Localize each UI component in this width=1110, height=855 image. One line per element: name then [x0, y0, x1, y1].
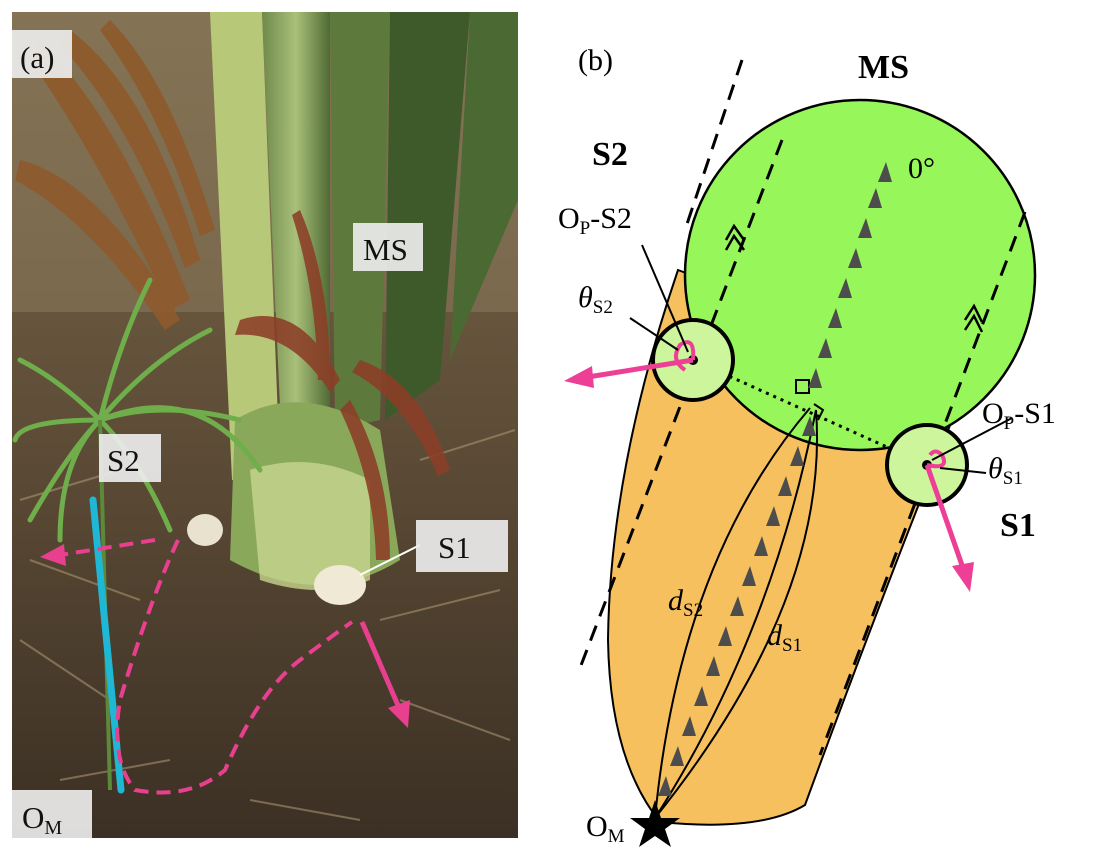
ms-label: MS: [363, 232, 408, 267]
om-star-icon: [630, 800, 680, 847]
s1-arrowhead: [952, 562, 974, 592]
palm-photo: (a) MS S2 S1 OM: [12, 12, 518, 839]
s2-direction-line: [59, 538, 156, 557]
s2-base: [187, 514, 223, 546]
triangle-markers: [658, 162, 892, 796]
om-label: OM: [586, 810, 625, 847]
om-label-box: [12, 790, 92, 838]
theta-s1-label: θS1: [988, 452, 1023, 489]
ms-label-box: [353, 223, 423, 271]
s2-arrowhead: [40, 544, 66, 566]
panel-a-label-box: [12, 30, 72, 78]
om-label: OM: [22, 800, 62, 839]
s2-label: S2: [592, 136, 628, 173]
s1-label: S1: [438, 530, 471, 565]
offshoot-axis: [692, 358, 928, 467]
photo-panel: (a) MS S2 S1 OM: [0, 0, 530, 850]
s2-arrowhead: [564, 366, 594, 388]
s1-direction-arrow: [359, 621, 403, 711]
s1-base: [314, 565, 366, 605]
ms-label: MS: [858, 49, 909, 86]
s1-direction-arrow: [924, 464, 966, 569]
panel-b-label: (b): [578, 44, 613, 77]
s1-arrowhead: [388, 700, 410, 728]
s1-label-box: [416, 520, 508, 572]
s2-label: S2: [107, 443, 140, 478]
s2-seedling-leaves: [12, 277, 263, 543]
dry-grass: [19, 429, 516, 821]
d-s2-label: dS2: [668, 584, 703, 621]
main-stem-trunks: [210, 12, 518, 590]
parallel-marks: [724, 223, 984, 333]
s2-direction-arrow: [587, 357, 694, 380]
leader-lines: [629, 244, 1013, 474]
schematic-panel: (b) MS S2 S1 0° OP-S2 θS2 OP-S1 θS1 dS2 …: [530, 0, 1110, 850]
zero-degree-label: 0°: [908, 152, 935, 185]
pink-dashed-outline: [115, 539, 354, 795]
schematic-diagram: (b) MS S2 S1 0° OP-S2 θS2 OP-S1 θS1 dS2 …: [558, 44, 1056, 847]
red-fronds: [235, 210, 450, 560]
distance-curves: [654, 407, 818, 819]
theta-s2-label: θS2: [578, 281, 613, 318]
main-stem-circle: [683, 98, 1037, 452]
brown-fronds: [15, 20, 215, 330]
op-s1-label: OP-S1: [982, 397, 1056, 434]
op-s2-label: OP-S2: [558, 202, 632, 239]
panel-a-label: (a): [20, 40, 54, 75]
d-s1-label: dS1: [767, 619, 802, 656]
s1-label: S1: [1000, 507, 1036, 544]
s1-leader: [359, 544, 421, 576]
s2-label-box: [99, 434, 161, 482]
